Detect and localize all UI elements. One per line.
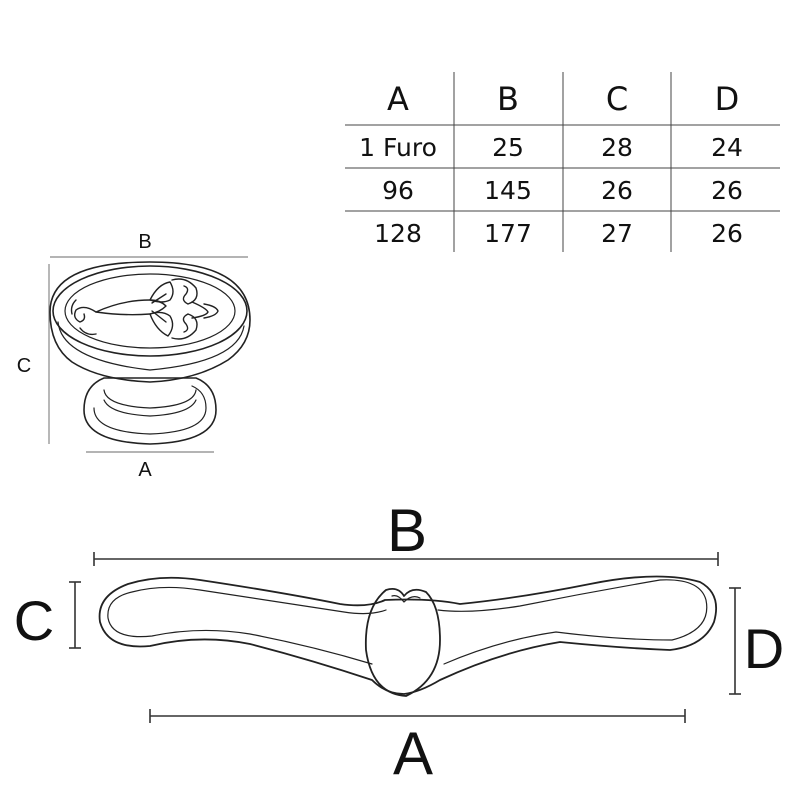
knob-drawing: B C A [17,231,251,481]
table-cell: 26 [711,219,743,248]
table-header: D [715,80,740,118]
table-cell: 24 [711,133,743,162]
handle-inner-contour [107,579,708,665]
table-cell: 26 [601,176,633,205]
handle-depth-label: D [744,617,784,680]
table-cell: 27 [601,219,633,248]
handle-center-boss [364,587,441,697]
table-cell: 25 [492,133,524,162]
table-cell: 28 [601,133,633,162]
handle-length-label: B [387,497,427,564]
knob-height-label: C [17,355,31,377]
table-cell: 1 Furo [359,133,437,162]
table-cell: 128 [374,219,422,248]
knob-base-label: A [138,459,152,481]
table-header: C [606,80,628,118]
handle-height-label: C [14,589,54,652]
table-cell: 96 [382,176,414,205]
knob-base [83,377,217,445]
table-cell: 145 [484,176,532,205]
table-cell: 177 [484,219,532,248]
table-cell: 26 [711,176,743,205]
table-header: B [497,80,519,118]
handle-drawing: B C D A [14,497,784,787]
fleur-de-lis-icon [70,278,219,340]
dimension-table: A B C D 1 Furo 25 28 24 96 145 26 26 128… [345,72,780,252]
handle-boss-notch [391,595,421,603]
knob-width-label: B [138,231,151,253]
handle-body [98,575,718,695]
table-header: A [387,80,409,118]
knob-head [49,261,251,383]
handle-centers-label: A [393,720,433,787]
